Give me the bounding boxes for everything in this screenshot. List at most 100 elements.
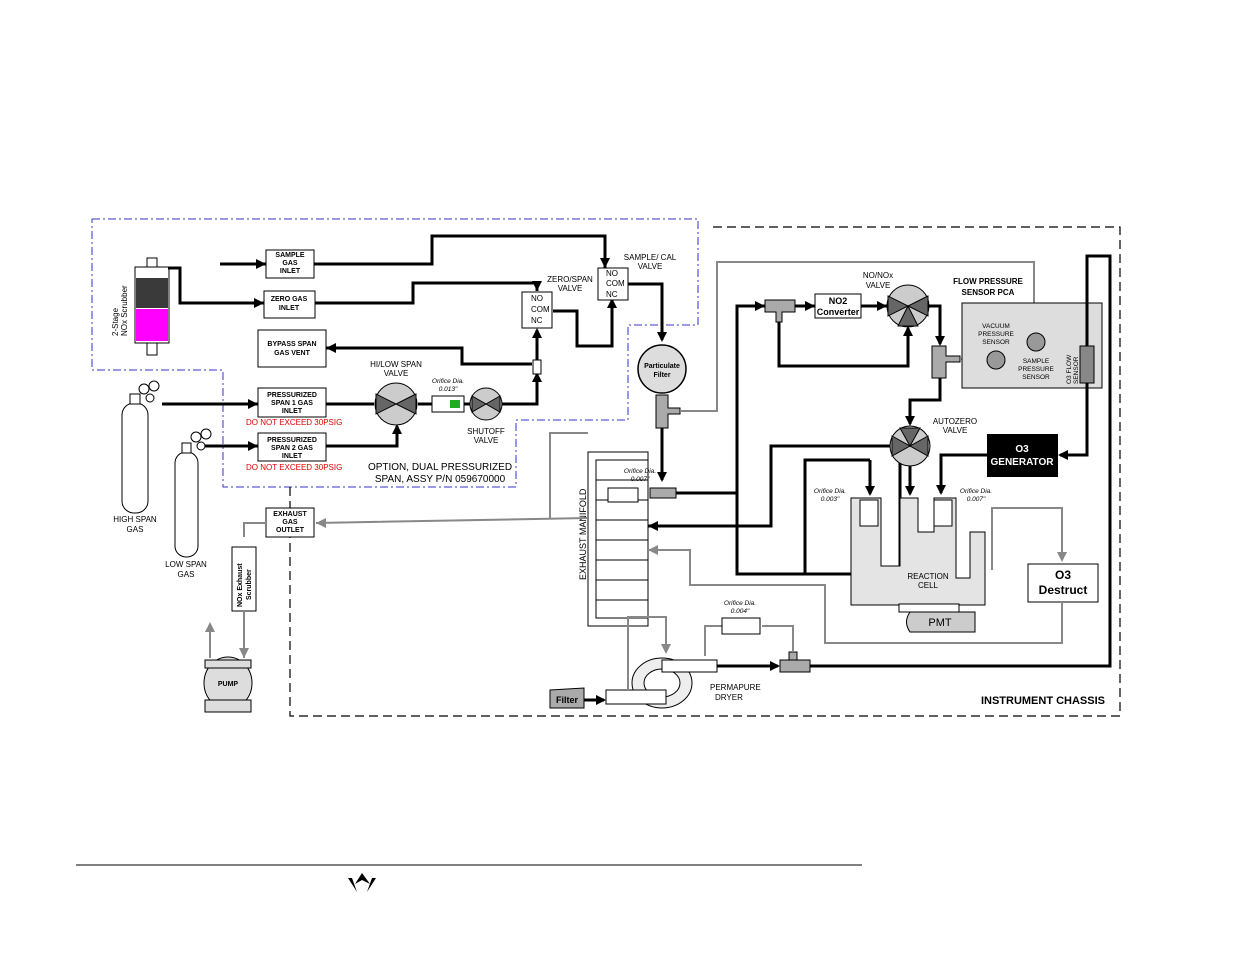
orifice-label-4: Orifice Dia. [960,488,992,495]
autozero-label-2: VALVE [943,426,968,435]
vacuum-label-1: VACUUM [982,323,1010,330]
filter-small-label: Filter [556,695,579,705]
exhaust-label-2: GAS [282,519,298,526]
sample-sensor-label-1: SAMPLE [1023,358,1050,365]
orifice-value-4: 0.007" [967,496,986,503]
filter-small [549,687,585,709]
reaction-label-2: CELL [918,581,939,590]
permapure-label-2: DRYER [715,693,743,702]
vacuum-pressure-sensor [986,350,1006,370]
vacuum-label-3: SENSOR [982,339,1010,346]
option-label-2: SPAN, ASSY P/N 059670000 [375,474,506,485]
exhaust-label-1: EXHAUST [273,511,307,518]
filter-label-1: Particulate [644,363,680,370]
nox-scrubber [134,257,170,356]
high-span-label-1: HIGH SPAN [113,515,157,524]
span2-warning: DO NOT EXCEED 30PSIG [246,463,342,472]
pmt-label: PMT [928,617,952,629]
o3destruct-label-1: O3 [1055,568,1071,582]
zero-inlet-label-2: INLET [279,305,300,312]
scrubber-label-1: 2-Stage [111,307,120,336]
shutoff-label-1: SHUTOFF [467,427,505,436]
gas-cylinder-icon [121,380,212,558]
o3gen-label-2: GENERATOR [991,457,1055,468]
flow-pca-label-2: SENSOR PCA [962,288,1015,297]
zero-inlet-label-1: ZERO GAS [271,296,308,303]
permapure-dryer [605,657,718,709]
sc-no: NO [606,269,618,278]
orifice-value-5: 0.004" [731,608,750,615]
no2-converter [814,293,862,319]
orifice-value-2: 0.007" [631,476,650,483]
low-span-label-1: LOW SPAN [165,560,207,569]
reaction-cell [850,497,986,633]
o3flow-label-2: SENSOR [1073,356,1080,384]
sample-pressure-sensor [1026,332,1046,352]
zerospan-label-2: VALVE [558,284,583,293]
span2-label-2: SPAN 2 GAS [271,445,313,452]
autozero-valve-icon [889,425,931,467]
orifice-label-5: Orifice Dia. [724,600,756,607]
option-boundary [91,218,699,488]
o3-generator [987,434,1058,477]
o3gen-label-1: O3 [1015,444,1029,455]
nonox-label-2: VALVE [866,281,891,290]
scrubber-label-2: NOx Scrubber [120,285,129,336]
exhaust-gas-outlet-box [265,507,315,538]
span1-warning: DO NOT EXCEED 30PSIG [246,418,342,427]
teledyne-logo-icon [348,873,376,892]
shutoff-valve-icon [469,387,503,421]
hilow-label-1: HI/LOW SPAN [370,360,422,369]
o3destruct-label-2: Destruct [1039,583,1088,597]
orifice-label-3: Orifice Dia. [814,488,846,495]
span2-label-3: INLET [282,453,303,460]
exhaust-manifold-label: EXHAUST MANIFOLD [578,488,588,580]
exhaust-scrubber-label-2: Scrubber [246,569,253,600]
vacuum-label-2: PRESSURE [978,331,1014,338]
nox-exhaust-scrubber [231,546,257,612]
shutoff-label-2: VALVE [474,436,499,445]
zs-com: COM [531,305,550,314]
zs-nc: NC [531,316,543,325]
orifice-value-3: 0.003" [821,496,840,503]
o3flow-label-1: O3 FLOW [1066,354,1073,384]
no2-conv-label-2: Converter [817,307,860,317]
o3-flow-sensor [1079,345,1095,384]
sc-com: COM [606,279,625,288]
flow-pca-label-1: FLOW PRESSURE [953,277,1023,286]
sample-cal-valve [597,267,629,301]
span1-label-3: INLET [282,408,303,415]
orifice-label-1: Orifice Dia. [432,378,464,385]
particulate-filter [637,344,687,394]
hilow-label-2: VALVE [384,369,409,378]
sample-inlet-label-2: GAS [282,260,298,267]
zs-no: NO [531,294,543,303]
no-nox-valve-icon [886,284,930,328]
nonox-label-1: NO/NOx [863,271,893,280]
zero-span-valve [521,291,553,329]
span1-label-2: SPAN 1 GAS [271,400,313,407]
sample-sensor-label-3: SENSOR [1022,374,1050,381]
exhaust-manifold [587,451,649,627]
autozero-label-1: AUTOZERO [933,417,977,426]
orifice-label-2: Orifice Dia. [624,468,656,475]
filter-label-2: Filter [653,372,670,379]
exhaust-scrubber-label-1: NOx Exhaust [237,563,244,607]
pump-label: PUMP [218,681,239,688]
hilow-span-valve-icon [374,382,418,426]
bypass-span-vent-box [257,329,327,368]
instrument-chassis-label: INSTRUMENT CHASSIS [981,695,1105,707]
option-label-1: OPTION, DUAL PRESSURIZED [368,462,512,473]
bypass-label-2: GAS VENT [274,350,311,357]
sample-gas-inlet-box [265,249,315,279]
span1-label-1: PRESSURIZED [267,392,317,399]
samplecal-label-2: VALVE [638,262,663,271]
zerospan-label-1: ZERO/SPAN [547,275,593,284]
no2-conv-label-1: NO2 [829,296,848,306]
sc-nc: NC [606,290,618,299]
orifice-2 [607,487,639,503]
high-span-label-2: GAS [127,525,144,534]
span2-inlet-box [257,432,327,462]
span2-label-1: PRESSURIZED [267,437,317,444]
